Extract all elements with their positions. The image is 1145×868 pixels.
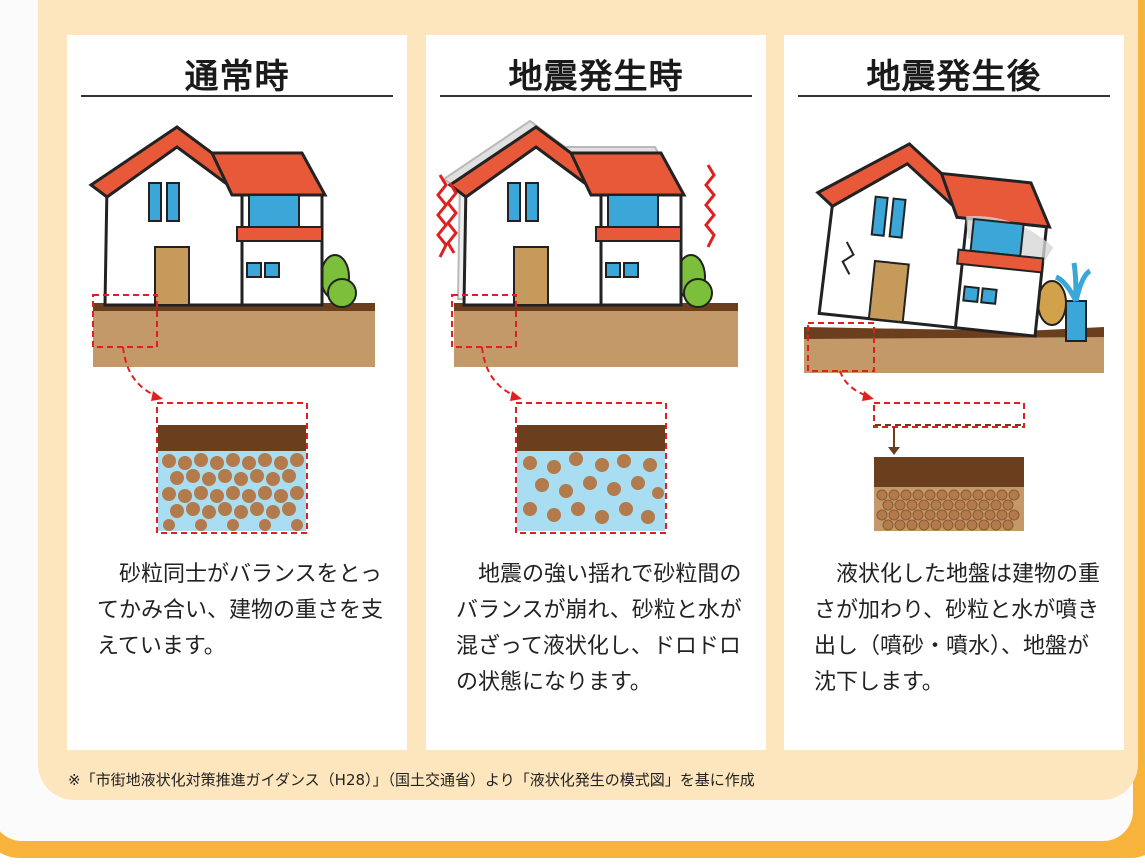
ground-soil: [454, 307, 738, 367]
soil-section: [156, 402, 308, 534]
column-description: 液状化した地盤は建物の重さが加わり、砂粒と水が噴き出し（噴砂・噴水）、地盤が沈下…: [814, 562, 1101, 695]
water-spout-icon: [1054, 262, 1092, 342]
ground-soil: [93, 307, 375, 367]
bush-icon: [1037, 280, 1067, 326]
column-during: 地震発生時: [426, 35, 766, 750]
column-normal: 通常時: [67, 35, 407, 750]
shaking-house-icon: [442, 119, 687, 307]
soil-section: [515, 402, 667, 534]
during-scene: [436, 119, 738, 534]
down-arrow-icon: [888, 427, 900, 455]
column-description: 地震の強い揺れで砂粒間のバランスが崩れ、砂粒と水が混ざって液状化し、ドロドロの状…: [456, 562, 742, 695]
callout-box: [807, 322, 875, 372]
ground-soil: [804, 335, 1104, 373]
ground-surface: [454, 303, 738, 311]
column-title: 地震発生時: [508, 57, 684, 97]
column-title: 通常時: [184, 57, 290, 97]
house-icon: [88, 125, 328, 307]
callout-box: [92, 294, 158, 348]
normal-scene: [88, 125, 375, 534]
source-note: ※「市街地液状化対策推進ガイダンス（H28）」（国土交通省）より「液状化発生の模…: [68, 771, 755, 789]
column-title: 地震発生後: [866, 57, 1042, 97]
column-after: 地震発生後: [784, 35, 1124, 750]
tilted-house-icon: [815, 142, 1054, 338]
title-underline: [81, 95, 393, 97]
bush-icon: [676, 254, 713, 308]
title-underline: [798, 95, 1110, 97]
title-underline: [440, 95, 752, 97]
ground-surface: [93, 303, 375, 311]
callout-box: [451, 294, 517, 348]
column-description: 砂粒同士がバランスをとってかみ合い、建物の重さを支えています。: [97, 562, 384, 659]
after-scene: [804, 142, 1104, 531]
bush-icon: [320, 254, 357, 308]
soil-section: [873, 402, 1025, 531]
shake-lines: [436, 164, 716, 258]
